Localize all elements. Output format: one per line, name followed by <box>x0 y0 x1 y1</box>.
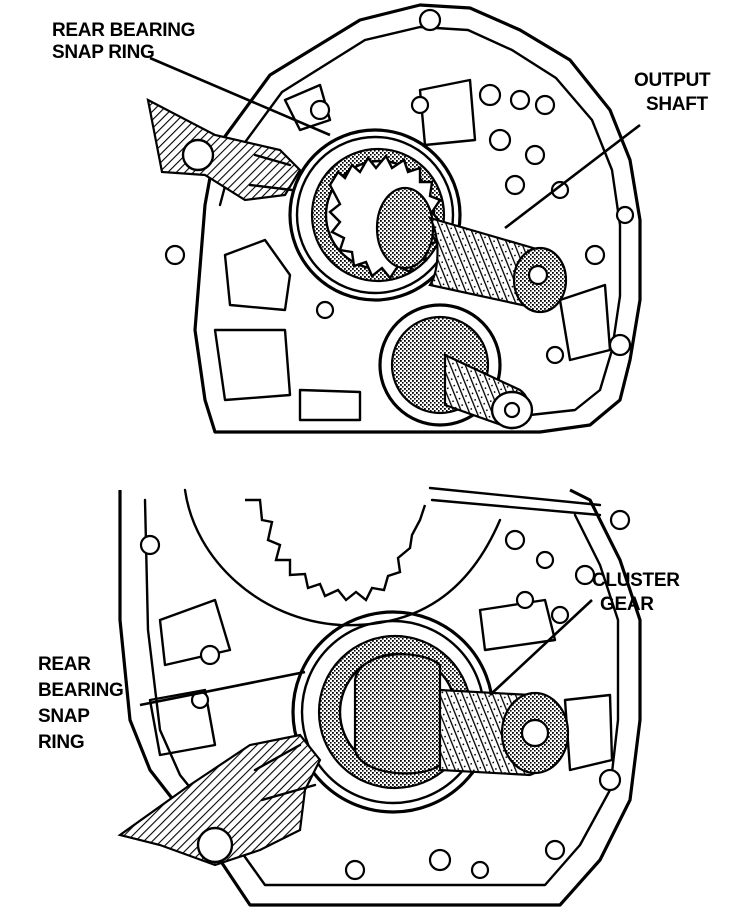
bottom-upper-arc <box>183 488 502 627</box>
top-housing-rib <box>223 238 292 312</box>
bottom-label-cluster-gear: CLUSTER GEAR <box>592 570 681 615</box>
bottom-leader-snap-ring <box>139 670 306 707</box>
bottom-label-line-1: REAR <box>38 654 91 675</box>
top-diagram <box>146 3 642 434</box>
bottom-pliers-pivot <box>196 826 234 864</box>
top-snap-ring-outer <box>288 128 462 302</box>
bottom-label-line-4: RING <box>38 732 84 753</box>
top-housing-inner-outline <box>218 25 622 417</box>
top-output-shaft-hub <box>375 186 435 270</box>
top-snap-ring-pliers <box>146 97 302 202</box>
bottom-label-cluster-line-2: GEAR <box>600 594 654 615</box>
bottom-snap-ring-pliers <box>117 733 322 867</box>
bottom-cluster-gear-hub <box>353 653 442 775</box>
bottom-pliers-tip <box>253 743 317 802</box>
top-pliers-pivot <box>181 138 215 172</box>
bottom-label-rear-bearing-snap-ring: REAR BEARING SNAP RING <box>38 654 124 753</box>
bottom-housing-rib <box>478 598 557 652</box>
bottom-bolt-holes <box>139 509 631 881</box>
bottom-leader-cluster-gear <box>489 599 593 696</box>
top-bolt-holes <box>164 8 635 365</box>
bottom-housing-rib <box>148 688 217 757</box>
bottom-label-line-3: SNAP <box>38 706 90 727</box>
bottom-label-line-2: BEARING <box>38 680 124 701</box>
top-cluster-bearing <box>378 303 502 427</box>
bottom-label-cluster-line-1: CLUSTER <box>592 570 680 591</box>
bottom-upper-gear <box>245 498 427 602</box>
top-label-line-2: SNAP RING <box>52 42 155 63</box>
top-label-rear-bearing-snap-ring: REAR BEARING SNAP RING <box>52 20 195 63</box>
bottom-housing-inner-outline <box>143 498 620 887</box>
top-output-shaft-bore <box>527 264 549 286</box>
top-snap-ring <box>295 135 455 295</box>
top-label-output-line-1: OUTPUT <box>634 70 711 91</box>
top-housing-outline <box>193 3 642 434</box>
bottom-cluster-gear-bore <box>520 718 550 748</box>
top-leader-output-shaft <box>504 123 641 230</box>
top-housing-rib <box>213 328 292 402</box>
bottom-housing-outline <box>118 488 642 907</box>
top-leader-snap-ring <box>149 56 331 137</box>
bottom-housing-rib <box>158 598 232 667</box>
top-housing-rib <box>558 283 612 362</box>
bottom-diagram <box>117 486 642 907</box>
bottom-top-rail <box>428 486 602 517</box>
bottom-housing-rib <box>563 693 614 772</box>
top-housing-rib <box>418 78 477 147</box>
top-housing-rib <box>298 388 362 422</box>
top-label-line-1: REAR BEARING <box>52 20 195 41</box>
top-label-output-line-2: SHAFT <box>646 94 709 115</box>
top-cluster-shaft-bore <box>503 401 521 419</box>
top-pliers-tip <box>248 153 294 192</box>
top-label-output-shaft: OUTPUT SHAFT <box>634 70 711 115</box>
